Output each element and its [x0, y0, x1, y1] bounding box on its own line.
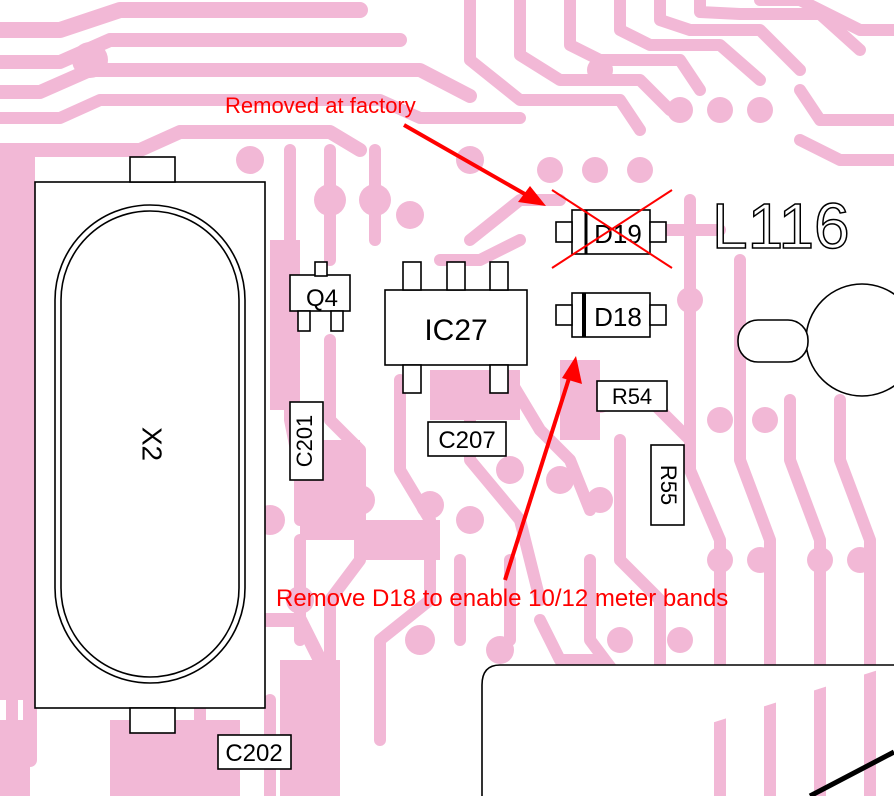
r55-outline [650, 444, 685, 526]
arrow-head-d18 [562, 356, 582, 384]
q4-outline [289, 261, 351, 332]
arrow-to-d18 [503, 371, 573, 581]
copper-pours [0, 155, 600, 796]
r54-outline [596, 380, 668, 412]
label-c207: C207 [438, 427, 495, 454]
d19-outline [555, 209, 667, 255]
label-l116: L116 [712, 190, 850, 262]
label-c201: C201 [292, 415, 317, 468]
c202-outline [217, 734, 292, 770]
annotation-remove-d18: Remove D18 to enable 10/12 meter bands [276, 585, 728, 612]
large-part-outline [481, 664, 894, 796]
l116-coil-outline [737, 283, 894, 397]
arrow-head-d19 [518, 186, 546, 206]
label-c202: C202 [225, 740, 282, 767]
annotation-removed-at-factory: Removed at factory [225, 93, 416, 118]
label-d18: D18 [594, 302, 642, 332]
label-r55: R55 [656, 465, 681, 505]
c207-outline [427, 421, 507, 457]
d19-cross-line-2 [551, 189, 673, 269]
arrow-to-d19 [403, 123, 531, 199]
annotations: Removed at factory Remove D18 to enable … [225, 93, 728, 612]
label-ic27: IC27 [424, 314, 487, 347]
silkscreen [34, 156, 894, 796]
x2-crystal-outline [34, 156, 266, 734]
copper-vias [72, 42, 873, 703]
label-q4: Q4 [306, 285, 338, 312]
label-r54: R54 [612, 384, 652, 409]
d18-outline [555, 292, 667, 338]
c201-outline [289, 401, 324, 481]
label-x2: X2 [137, 427, 168, 461]
silkscreen-labels: X2 Q4 IC27 D19 D18 R54 R55 C201 C207 C20… [137, 189, 851, 767]
ic27-outline [384, 261, 528, 394]
